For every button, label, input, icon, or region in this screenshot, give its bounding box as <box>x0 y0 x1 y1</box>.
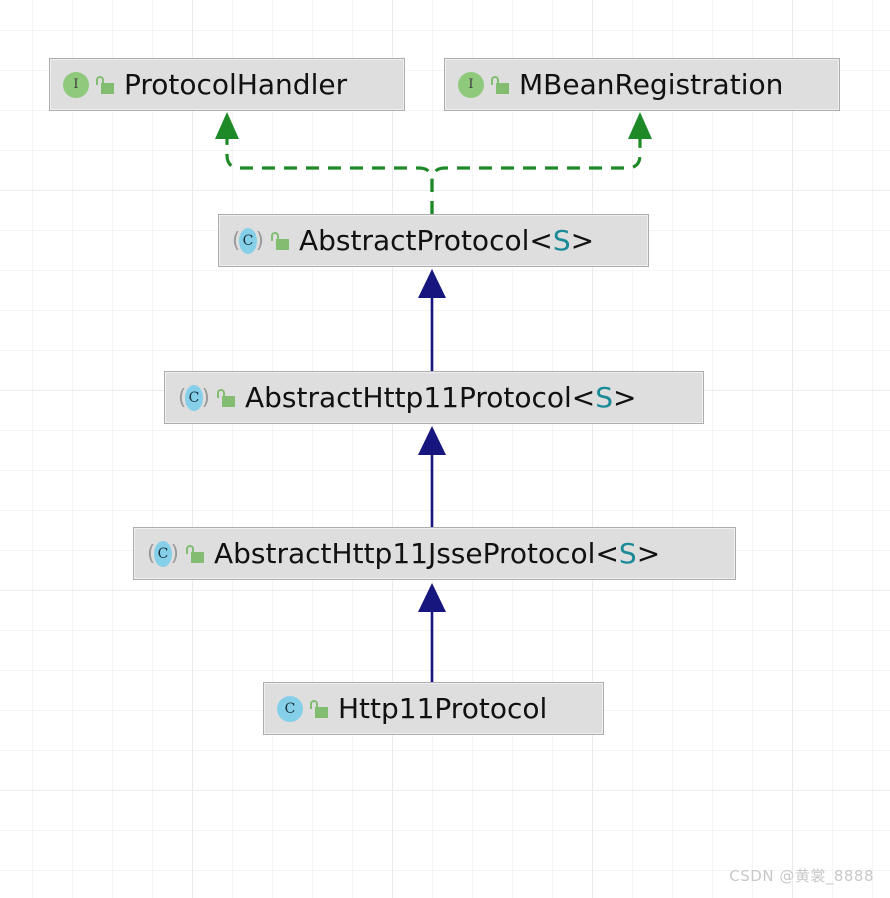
class-node-abstract-http11-jsse-protocol[interactable]: C AbstractHttp11JsseProtocol<S> <box>133 527 736 580</box>
edge-extend-abstract-http11-protocol <box>418 426 446 527</box>
unlocked-padlock-icon <box>271 231 289 251</box>
edge-realize-mbean-registration <box>430 112 652 214</box>
unlocked-padlock-icon <box>491 75 509 95</box>
class-node-mbean-registration[interactable]: I MBeanRegistration <box>444 58 840 111</box>
node-name: Http11Protocol <box>338 691 548 725</box>
generic-open-bracket: < <box>571 380 596 414</box>
unlocked-padlock-icon <box>96 75 114 95</box>
node-name: AbstractHttp11Protocol <box>245 380 572 414</box>
node-label: MBeanRegistration <box>519 67 784 101</box>
class-icon-letter: C <box>242 232 254 249</box>
node-label: AbstractProtocol<S> <box>299 223 595 257</box>
interface-icon-letter: I <box>468 77 474 92</box>
abstract-class-icon: C <box>232 227 264 254</box>
node-label: Http11Protocol <box>338 691 548 725</box>
class-icon-letter: C <box>284 700 296 717</box>
generic-close-bracket: > <box>570 223 595 257</box>
node-label: AbstractHttp11Protocol<S> <box>245 380 637 414</box>
unlocked-padlock-icon <box>186 544 204 564</box>
node-name: MBeanRegistration <box>519 67 784 101</box>
watermark-text: CSDN @黄裳_8888 <box>729 867 874 885</box>
generic-parameter: S <box>552 223 571 257</box>
class-icon-letter: C <box>157 545 169 562</box>
interface-icon: I <box>63 71 89 98</box>
node-label: ProtocolHandler <box>124 67 348 101</box>
abstract-class-icon: C <box>178 384 210 411</box>
class-node-abstract-http11-protocol[interactable]: C AbstractHttp11Protocol<S> <box>164 371 704 424</box>
edge-realize-protocol-handler <box>215 112 434 214</box>
interface-icon: I <box>458 71 484 98</box>
class-icon: C <box>277 695 303 722</box>
class-node-http11-protocol[interactable]: C Http11Protocol <box>263 682 604 735</box>
edge-extend-abstract-protocol <box>418 269 446 371</box>
class-node-protocol-handler[interactable]: I ProtocolHandler <box>49 58 405 111</box>
node-name: ProtocolHandler <box>124 67 348 101</box>
node-label: AbstractHttp11JsseProtocol<S> <box>214 536 661 570</box>
generic-open-bracket: < <box>595 536 619 570</box>
class-icon-letter: C <box>188 389 200 406</box>
generic-close-bracket: > <box>636 536 661 570</box>
unlocked-padlock-icon <box>217 388 235 408</box>
abstract-class-icon: C <box>147 540 179 567</box>
generic-parameter: S <box>595 380 614 414</box>
generic-open-bracket: < <box>529 223 553 257</box>
edge-extend-abstract-http11-jsse-protocol <box>418 583 446 682</box>
unlocked-padlock-icon <box>310 699 328 719</box>
generic-close-bracket: > <box>613 380 637 414</box>
generic-parameter: S <box>618 536 637 570</box>
node-name: AbstractProtocol <box>299 223 530 257</box>
class-node-abstract-protocol[interactable]: C AbstractProtocol<S> <box>218 214 649 267</box>
node-name: AbstractHttp11JsseProtocol <box>214 536 596 570</box>
interface-icon-letter: I <box>73 77 79 92</box>
